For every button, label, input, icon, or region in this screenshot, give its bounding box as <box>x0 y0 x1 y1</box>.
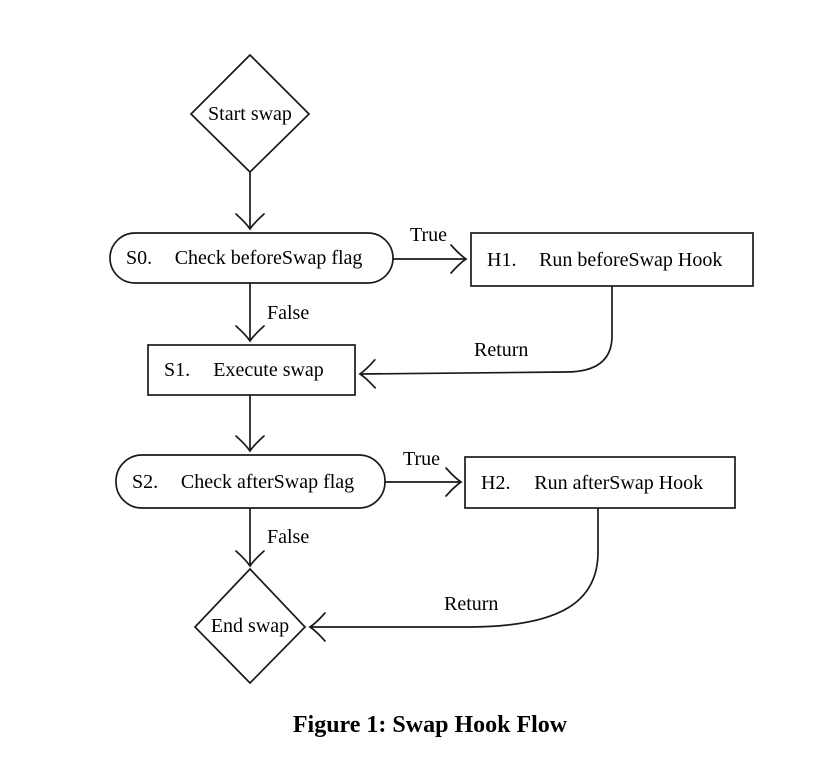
edge-label-true-1: True <box>410 224 448 246</box>
node-s2-label: Check afterSwap flag <box>180 470 355 493</box>
node-s2-id: S2. <box>132 470 159 493</box>
h2-rect-shape <box>464 456 736 509</box>
h1-rect-shape <box>470 232 754 287</box>
s0-stadium-shape <box>109 232 394 284</box>
node-end-label: End swap <box>210 615 290 637</box>
node-end: End swap <box>195 569 305 683</box>
edge-h2-return-to-end <box>308 508 599 642</box>
node-h2-id: H2. <box>481 471 511 494</box>
end-diamond-shape <box>193 567 307 685</box>
node-h2: H2. Run afterSwap Hook <box>465 457 735 508</box>
node-s0-label: Check beforeSwap flag <box>174 247 363 269</box>
s1-rect-shape <box>147 344 356 396</box>
node-s0-id: S0. <box>126 247 153 269</box>
edge-h1-return-to-s1 <box>358 286 613 389</box>
edge-label-true-2: True <box>403 448 441 470</box>
node-s1: S1. Execute swap <box>148 345 355 395</box>
node-s1-label: Execute swap <box>213 359 324 381</box>
start-diamond-shape <box>189 53 311 174</box>
node-s2: S2. Check afterSwap flag <box>116 455 385 508</box>
node-h1-id: H1. <box>487 248 517 271</box>
node-h1: H1. Run beforeSwap Hook <box>471 233 753 286</box>
edge-label-return-1: Return <box>474 339 529 361</box>
node-h1-label: Run beforeSwap Hook <box>539 248 723 271</box>
node-h2-label: Run afterSwap Hook <box>534 471 704 494</box>
node-start: Start swap <box>191 55 309 172</box>
edge-label-false-2: False <box>267 526 310 548</box>
node-s0: S0. Check beforeSwap flag <box>110 233 393 283</box>
edge-label-return-2: Return <box>444 593 499 615</box>
edge-label-false-1: False <box>267 302 310 324</box>
node-s1-id: S1. <box>164 359 191 381</box>
node-start-label: Start swap <box>208 102 292 125</box>
s2-stadium-shape <box>115 454 386 509</box>
figure-caption: Figure 1: Swap Hook Flow <box>292 712 568 738</box>
